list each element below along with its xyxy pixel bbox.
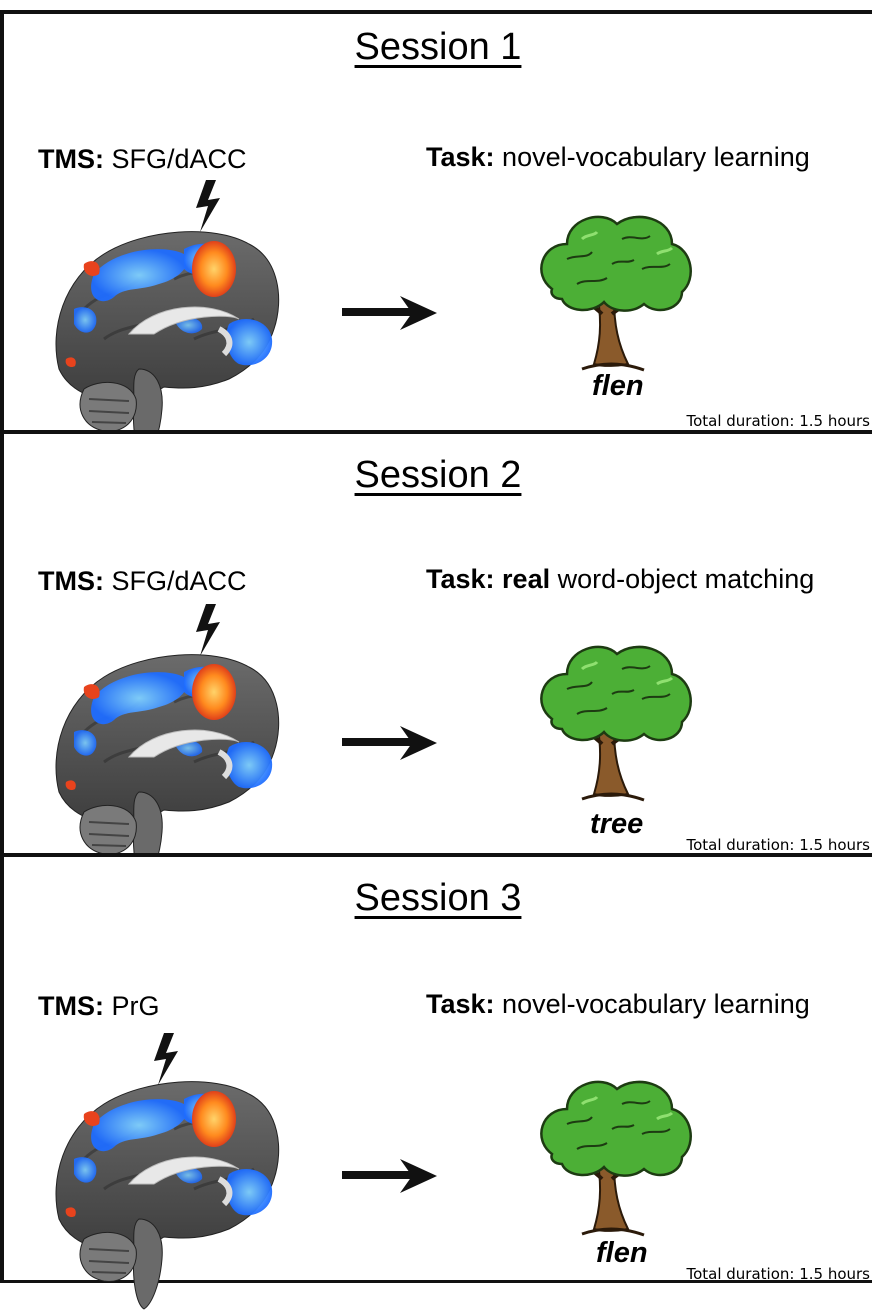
task-prefix: real [502, 564, 551, 594]
tms-target: PrG [111, 991, 160, 1021]
brain-scan-icon [44, 642, 284, 887]
word-label: flen [592, 370, 644, 402]
tms-target: SFG/dACC [111, 566, 247, 596]
duration-label: Total duration: 1.5 hours [686, 1265, 870, 1283]
tree-icon [539, 644, 693, 802]
right-arrow-icon [342, 296, 438, 332]
task-text: novel-vocabulary learning [502, 989, 810, 1019]
right-arrow-icon [342, 726, 438, 762]
tms-label: TMS: [38, 144, 104, 174]
word-label: flen [596, 1237, 648, 1269]
tms-label: TMS: [38, 566, 104, 596]
task-label: Task: [426, 564, 495, 594]
duration-label: Total duration: 1.5 hours [686, 412, 870, 430]
tms-label: TMS: [38, 991, 104, 1021]
brain-scan-icon [44, 1069, 284, 1314]
task-label: Task: [426, 142, 495, 172]
task-line: Task: novel-vocabulary learning [426, 142, 810, 173]
session-title: Session 3 [354, 877, 522, 919]
tms-line: TMS: SFG/dACC [38, 144, 247, 175]
duration-label: Total duration: 1.5 hours [686, 836, 870, 854]
tree-icon [539, 1079, 693, 1237]
tms-line: TMS: SFG/dACC [38, 566, 247, 597]
task-text: novel-vocabulary learning [502, 142, 810, 172]
task-line: Task: novel-vocabulary learning [426, 989, 810, 1020]
session-title: Session 2 [354, 454, 522, 496]
tree-icon [539, 214, 693, 372]
tms-target: SFG/dACC [111, 144, 247, 174]
brain-scan-icon [44, 219, 284, 464]
word-label: tree [590, 808, 644, 840]
task-label: Task: [426, 989, 495, 1019]
session-title: Session 1 [354, 26, 522, 68]
tms-line: TMS: PrG [38, 991, 160, 1022]
task-line: Task: real word-object matching [426, 564, 814, 595]
task-text: word-object matching [557, 564, 815, 594]
right-arrow-icon [342, 1159, 438, 1195]
session-3-panel: Session 3 TMS: PrG Task: novel-vocabular… [0, 853, 872, 1283]
session-1-panel: Session 1 TMS: SFG/dACC Task: novel-voca… [0, 10, 872, 430]
session-2-panel: Session 2 TMS: SFG/dACC Task: real word-… [0, 430, 872, 853]
